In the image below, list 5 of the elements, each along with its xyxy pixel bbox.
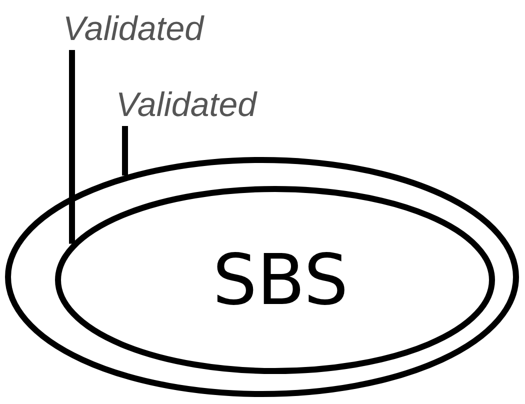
leader-line: [69, 50, 75, 244]
node-label: SBS: [212, 245, 348, 315]
leader-line: [122, 126, 128, 176]
callout-label: Validated: [116, 86, 257, 124]
callout-label: Validated: [63, 10, 204, 48]
